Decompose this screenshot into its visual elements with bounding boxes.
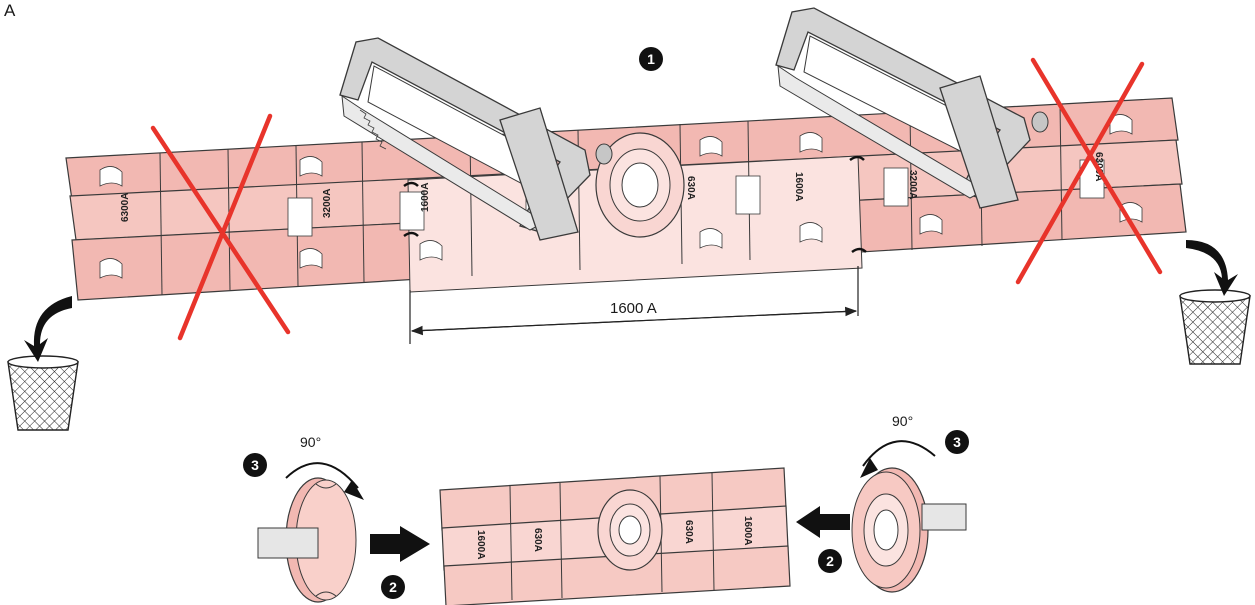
step-badge: 3 bbox=[945, 430, 969, 454]
waste-bin-icon bbox=[1179, 289, 1251, 365]
svg-text:2: 2 bbox=[826, 553, 834, 569]
step-badge: 1 bbox=[639, 47, 663, 71]
rail-marking: 1600A bbox=[742, 516, 753, 545]
discard-cross bbox=[150, 113, 291, 341]
dimension-label: 1600 A bbox=[610, 300, 657, 317]
rotation-arrow-right bbox=[862, 440, 936, 467]
angle-label: 90° bbox=[892, 413, 913, 429]
figure-letter: A bbox=[4, 1, 16, 20]
svg-text:1: 1 bbox=[647, 51, 655, 67]
rotation-arrow-left bbox=[285, 462, 359, 489]
rail-marking: 1600A bbox=[793, 172, 804, 201]
waste-bin-icon bbox=[7, 355, 79, 431]
hacksaw-icon bbox=[775, 7, 1049, 209]
rail-marking: 630A bbox=[683, 520, 694, 544]
long-busbar-rail: 6300A 3200A 1600A 630A 1600A 3200A 6300A bbox=[65, 97, 1187, 301]
step-badge: 3 bbox=[243, 453, 267, 477]
rail-marking: 630A bbox=[685, 176, 696, 200]
curved-arrow-icon bbox=[24, 296, 72, 362]
dimension-line bbox=[409, 266, 859, 344]
rail-marking: 3200A bbox=[322, 189, 333, 218]
rail-marking: 6300A bbox=[120, 193, 131, 222]
svg-text:2: 2 bbox=[389, 579, 397, 595]
svg-text:3: 3 bbox=[251, 457, 259, 473]
discard-cross bbox=[1015, 57, 1163, 285]
step-badge: 2 bbox=[818, 549, 842, 573]
rail-marking: 1600A bbox=[420, 183, 431, 212]
ring-connector bbox=[595, 132, 685, 238]
step-badge: 2 bbox=[381, 575, 405, 599]
rotation-arrowhead bbox=[860, 458, 878, 478]
rail-marking: 3200A bbox=[907, 170, 918, 199]
curved-arrow-icon bbox=[1186, 240, 1238, 296]
svg-text:3: 3 bbox=[953, 434, 961, 450]
short-busbar-rail: 1600A 630A 630A 1600A bbox=[439, 467, 791, 605]
hacksaw-icon bbox=[339, 37, 613, 241]
rail-marking: 1600A bbox=[475, 530, 486, 559]
insert-arrow-left bbox=[370, 526, 430, 562]
end-cap-icon bbox=[851, 467, 967, 593]
end-cap-icon bbox=[257, 477, 357, 603]
insert-arrow-right bbox=[796, 506, 850, 538]
angle-label: 90° bbox=[300, 434, 321, 450]
rotation-arrowhead bbox=[344, 480, 364, 500]
rail-marking: 630A bbox=[532, 528, 543, 552]
